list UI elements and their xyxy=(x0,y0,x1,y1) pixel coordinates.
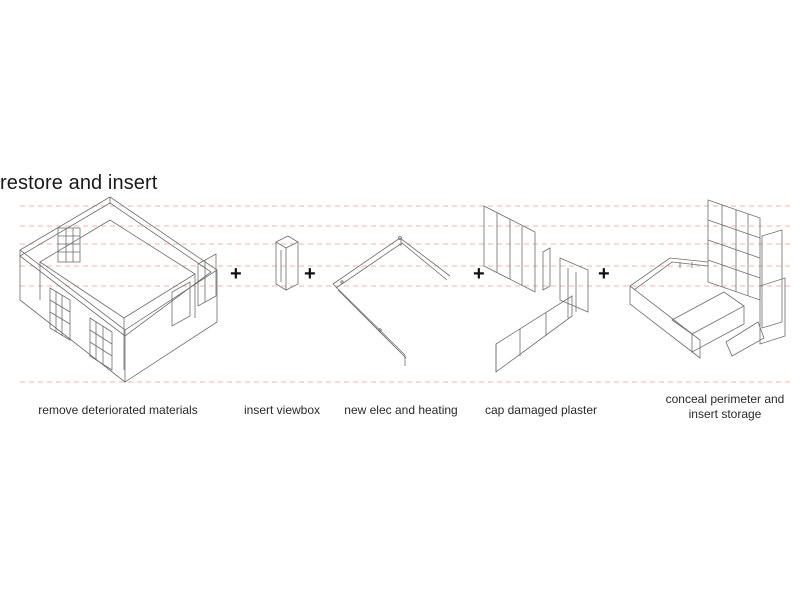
step-caption: conceal perimeter and insert storage xyxy=(650,392,800,422)
viewbox-drawing xyxy=(275,235,299,291)
caption-line: new elec and heating xyxy=(344,403,458,417)
step-caption: new elec and heating xyxy=(336,403,466,418)
caption-line: cap damaged plaster xyxy=(484,403,598,417)
storage-drawing xyxy=(629,199,786,359)
diagram-title: restore and insert xyxy=(0,172,158,194)
caption-line: insert storage xyxy=(688,407,762,421)
step-caption: cap damaged plaster xyxy=(476,403,606,418)
caption-line: conceal perimeter and xyxy=(665,392,785,406)
caption-line: insert viewbox xyxy=(243,403,321,417)
plus-operator: + xyxy=(598,263,610,285)
step-caption: remove deteriorated materials xyxy=(18,403,218,418)
plus-operator: + xyxy=(230,263,242,285)
plus-operator: + xyxy=(473,263,485,285)
step-caption: insert viewbox xyxy=(232,403,332,418)
elec-heating-drawing xyxy=(332,236,451,366)
room-shell-drawing xyxy=(19,196,218,383)
caption-line: remove deteriorated materials xyxy=(38,403,198,417)
plus-operator: + xyxy=(304,263,316,285)
plaster-panels-drawing xyxy=(483,205,589,373)
